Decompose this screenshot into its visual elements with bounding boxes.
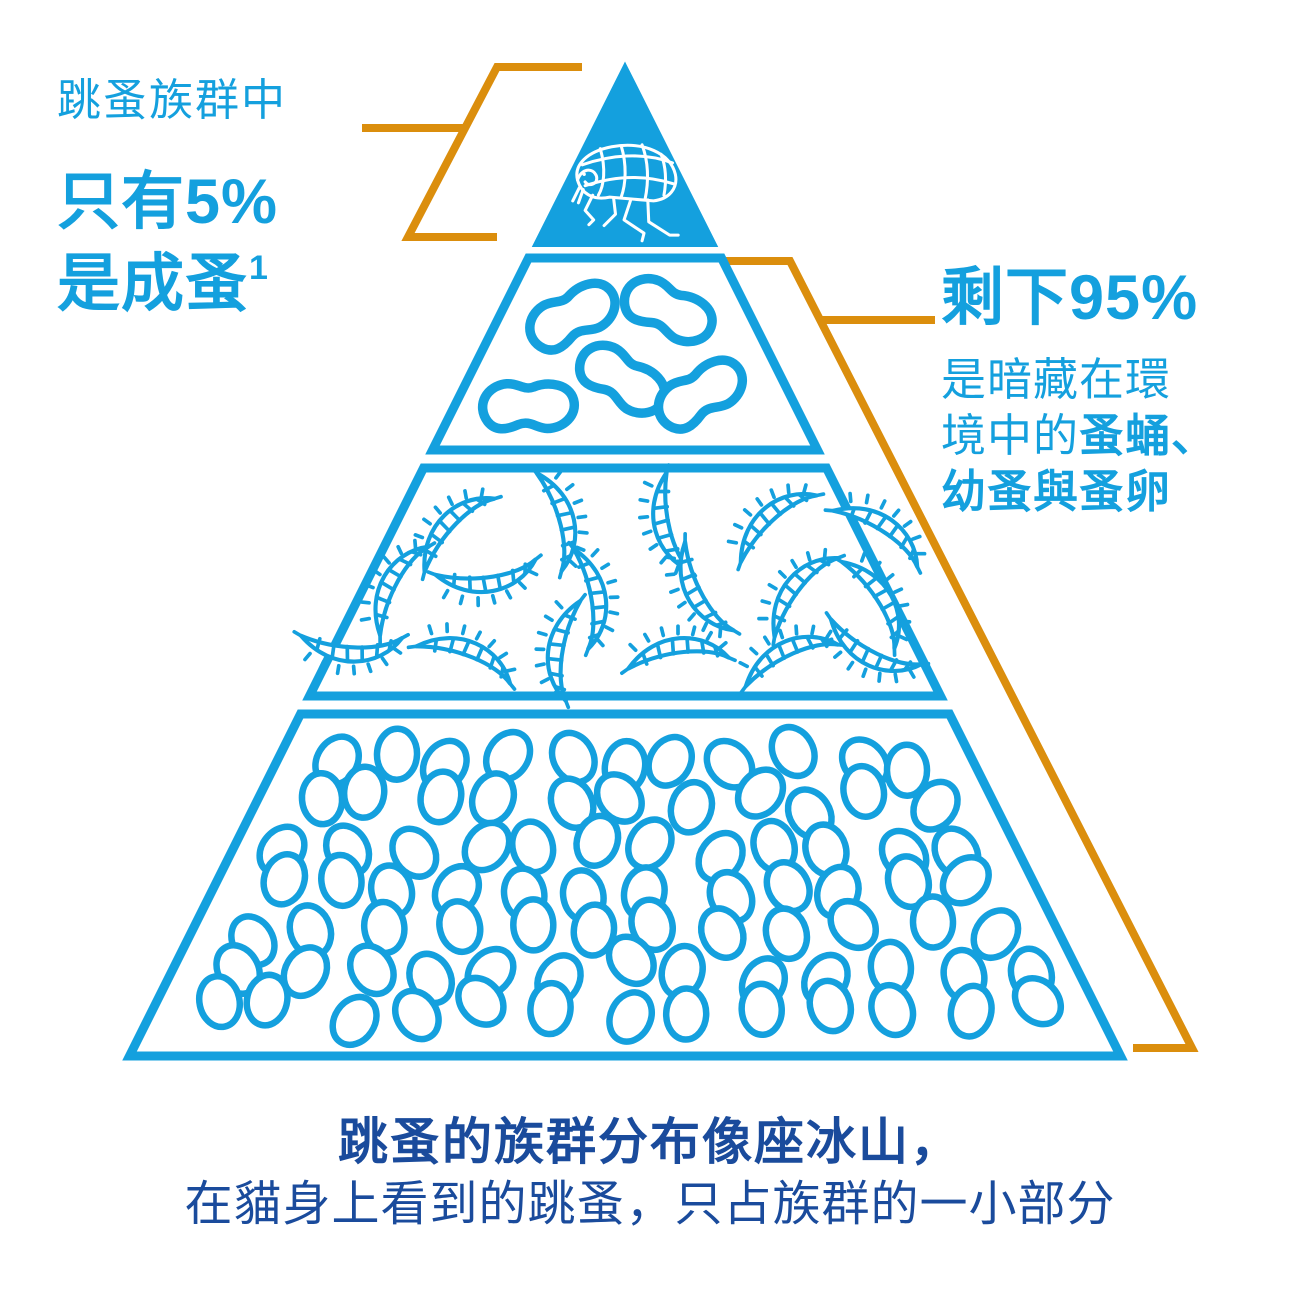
right-desc-line3: 幼蚤與蚤卵 (941, 466, 1172, 517)
pyramid-tier-adults (531, 61, 719, 247)
right-desc-line2: 境中的蚤蛹、 (941, 410, 1218, 461)
right-bracket-line (723, 257, 1199, 1052)
egg-icons (195, 723, 1065, 1049)
left-callout: 跳蚤族群中 只有5% 是成蚤1 (57, 76, 437, 320)
pyramid-tier-pupae (425, 253, 825, 455)
right-desc-line1: 是暗藏在環 (941, 354, 1172, 405)
left-bracket-line (362, 63, 582, 241)
pyramid-tier-eggs (122, 709, 1128, 1061)
left-callout-intro: 跳蚤族群中 (57, 76, 287, 125)
right-callout-description: 是暗藏在環 境中的蚤蛹、 幼蚤與蚤卵 (941, 352, 1271, 520)
left-callout-stat: 只有5% (57, 167, 279, 237)
right-callout-stat: 剩下95% (941, 263, 1199, 333)
right-callout: 剩下95% 是暗藏在環 境中的蚤蛹、 幼蚤與蚤卵 (941, 262, 1271, 520)
left-callout-stat-line2: 是成蚤1 (57, 249, 269, 319)
pyramid-tier-larvae (294, 461, 948, 708)
caption-line2: 在貓身上看到的跳蚤，只占族群的一小部分 (184, 1178, 1116, 1231)
footnote-marker: 1 (249, 249, 269, 287)
caption-line1: 跳蚤的族群分布像座冰山， (338, 1114, 962, 1170)
